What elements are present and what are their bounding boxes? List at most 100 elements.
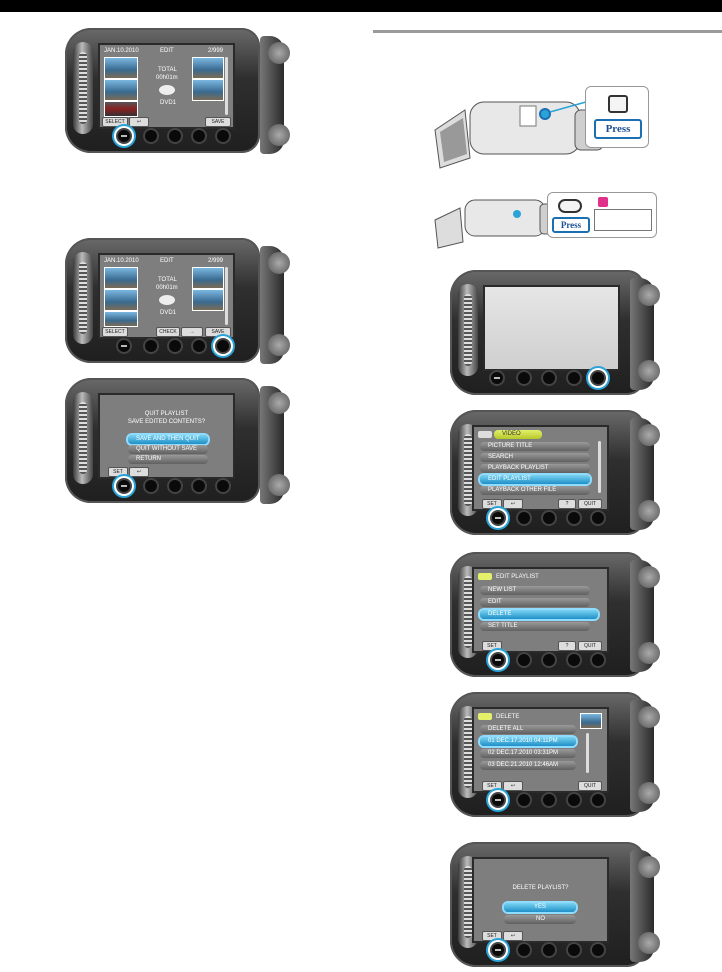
quit-tab[interactable]: QUIT bbox=[578, 499, 602, 509]
save-tab[interactable]: SAVE bbox=[205, 117, 231, 127]
menu-button[interactable] bbox=[592, 944, 604, 956]
menu-button[interactable] bbox=[217, 130, 229, 142]
select-tab[interactable]: SELECT bbox=[102, 117, 128, 127]
zoom-slider[interactable] bbox=[73, 392, 93, 484]
back-tab[interactable]: ↩ bbox=[129, 467, 149, 477]
set-tab[interactable]: SET bbox=[482, 499, 502, 509]
thumbnail[interactable] bbox=[104, 289, 138, 311]
thumbnail[interactable] bbox=[104, 267, 138, 289]
operation-button[interactable] bbox=[193, 480, 205, 492]
set-tab[interactable]: SET bbox=[482, 641, 502, 651]
yes-option[interactable]: YES bbox=[504, 903, 576, 912]
operation-button[interactable] bbox=[543, 372, 555, 384]
help-tab[interactable]: ? bbox=[558, 641, 576, 651]
menu-button[interactable] bbox=[217, 340, 229, 352]
playlist-item[interactable]: 03 DEC.21.2010 12:46AM bbox=[480, 761, 576, 770]
thumbnail[interactable] bbox=[192, 79, 224, 101]
operation-button[interactable] bbox=[543, 654, 555, 666]
return-option[interactable]: RETURN bbox=[128, 455, 208, 464]
quit-tab[interactable]: QUIT bbox=[578, 641, 602, 651]
menu-item-delete[interactable]: DELETE bbox=[480, 610, 598, 619]
check-tab[interactable]: CHECK bbox=[156, 327, 180, 337]
ok-button[interactable] bbox=[492, 944, 504, 956]
ok-button[interactable] bbox=[492, 794, 504, 806]
operation-button[interactable] bbox=[193, 340, 205, 352]
operation-button[interactable] bbox=[568, 372, 580, 384]
ok-button[interactable] bbox=[118, 340, 130, 352]
camera-video-menu: VIDEO PICTURE TITLE SEARCH PLAYBACK PLAY… bbox=[450, 410, 665, 535]
operation-button[interactable] bbox=[145, 480, 157, 492]
operation-button[interactable] bbox=[518, 512, 530, 524]
operation-button[interactable] bbox=[518, 372, 530, 384]
quit-tab[interactable]: QUIT bbox=[578, 781, 602, 791]
zoom-slider[interactable] bbox=[73, 42, 93, 134]
menu-item-set-title[interactable]: SET TITLE bbox=[480, 622, 590, 631]
quit-without-save-option[interactable]: QUIT WITHOUT SAVE bbox=[128, 445, 208, 454]
delete-all-option[interactable]: DELETE ALL bbox=[480, 725, 576, 734]
scrollbar[interactable] bbox=[586, 733, 589, 773]
operation-button[interactable] bbox=[568, 944, 580, 956]
thumbnail[interactable] bbox=[104, 311, 138, 327]
total-label: TOTAL bbox=[158, 67, 177, 73]
playlist-item[interactable]: 02 DEC.17.2010 03:31PM bbox=[480, 749, 576, 758]
save-tab[interactable]: SAVE bbox=[205, 327, 231, 337]
ok-button[interactable] bbox=[118, 480, 130, 492]
menu-item-edit[interactable]: EDIT bbox=[480, 598, 590, 607]
scrollbar[interactable] bbox=[598, 441, 601, 493]
operation-button[interactable] bbox=[543, 512, 555, 524]
help-tab[interactable]: ? bbox=[558, 499, 576, 509]
operation-button[interactable] bbox=[169, 130, 181, 142]
operation-button[interactable] bbox=[568, 654, 580, 666]
menu-button[interactable] bbox=[592, 654, 604, 666]
operation-button[interactable] bbox=[543, 944, 555, 956]
menu-item-playback-playlist[interactable]: PLAYBACK PLAYLIST bbox=[480, 464, 590, 473]
menu-button[interactable] bbox=[592, 794, 604, 806]
operation-button[interactable] bbox=[169, 480, 181, 492]
operation-button[interactable] bbox=[518, 654, 530, 666]
back-tab[interactable]: ↩ bbox=[129, 117, 149, 127]
thumbnail[interactable] bbox=[104, 57, 138, 79]
operation-button[interactable] bbox=[543, 794, 555, 806]
thumbnail[interactable] bbox=[192, 289, 224, 311]
playlist-item[interactable]: 01 DEC.17.2010 04:11PM bbox=[480, 737, 576, 746]
select-tab[interactable]: SELECT bbox=[102, 327, 128, 337]
scrollbar[interactable] bbox=[225, 267, 228, 325]
thumbnail[interactable] bbox=[192, 267, 224, 289]
thumbnail[interactable] bbox=[104, 101, 138, 117]
set-tab[interactable]: SET bbox=[482, 781, 502, 791]
ok-button[interactable] bbox=[492, 654, 504, 666]
menu-item-search[interactable]: SEARCH bbox=[480, 453, 590, 462]
ok-button[interactable] bbox=[118, 130, 130, 142]
set-tab[interactable]: SET bbox=[108, 467, 128, 477]
menu-button[interactable] bbox=[217, 480, 229, 492]
operation-button[interactable] bbox=[169, 340, 181, 352]
back-tab[interactable]: ↩ bbox=[503, 499, 523, 509]
menu-item-playback-other-file[interactable]: PLAYBACK OTHER FILE bbox=[480, 486, 590, 495]
menu-button[interactable] bbox=[592, 372, 604, 384]
save-question: SAVE EDITED CONTENTS? bbox=[127, 419, 206, 425]
operation-button[interactable] bbox=[145, 130, 157, 142]
operation-button[interactable] bbox=[193, 130, 205, 142]
menu-item-new-list[interactable]: NEW LIST bbox=[480, 586, 590, 595]
thumbnail[interactable] bbox=[104, 79, 138, 101]
menu-button[interactable] bbox=[592, 512, 604, 524]
set-tab[interactable]: SET bbox=[482, 931, 502, 941]
save-and-quit-option[interactable]: SAVE AND THEN QUIT bbox=[128, 435, 208, 444]
ok-button[interactable] bbox=[492, 512, 504, 524]
operation-button[interactable] bbox=[518, 794, 530, 806]
operation-button[interactable] bbox=[568, 794, 580, 806]
menu-item-picture-title[interactable]: PICTURE TITLE bbox=[480, 442, 590, 451]
operation-button[interactable] bbox=[568, 512, 580, 524]
operation-button[interactable] bbox=[145, 340, 157, 352]
zoom-slider[interactable] bbox=[458, 284, 478, 376]
zoom-slider[interactable] bbox=[73, 252, 93, 344]
menu-item-edit-playlist[interactable]: EDIT PLAYLIST bbox=[480, 475, 590, 484]
move-tab[interactable]: → bbox=[181, 327, 203, 337]
back-tab[interactable]: ↩ bbox=[503, 931, 523, 941]
no-option[interactable]: NO bbox=[504, 915, 576, 924]
operation-button[interactable] bbox=[518, 944, 530, 956]
back-tab[interactable]: ↩ bbox=[503, 781, 523, 791]
scrollbar[interactable] bbox=[225, 57, 228, 115]
ok-button[interactable] bbox=[491, 372, 503, 384]
thumbnail[interactable] bbox=[192, 57, 224, 79]
